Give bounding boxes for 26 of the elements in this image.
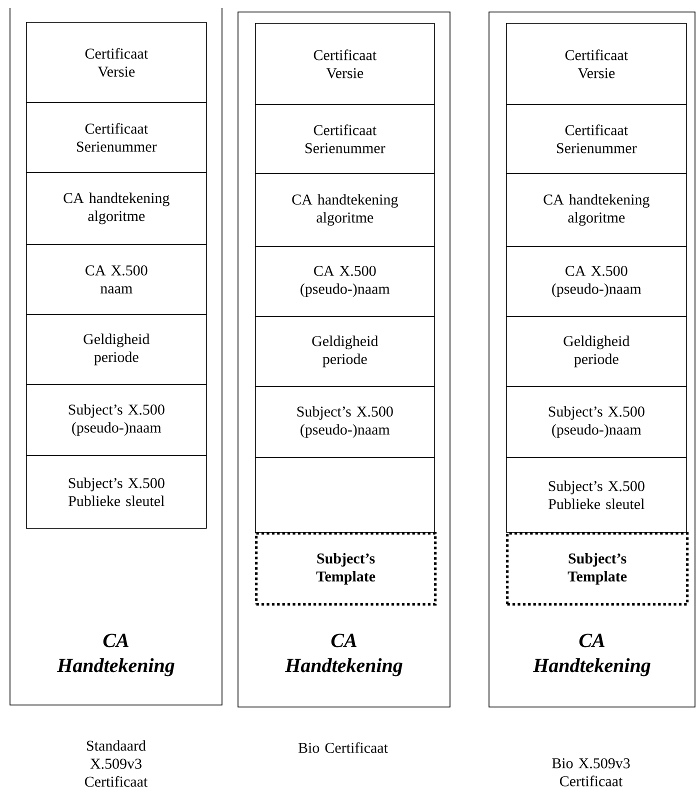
field-box: Certificaat Serienummer xyxy=(26,102,207,173)
field-box: CA handtekening algoritme xyxy=(255,173,435,247)
field-box: Geldigheid periode xyxy=(506,316,687,387)
panel-label: Bio X.509v3 Certificaat xyxy=(552,758,630,786)
template-box: Subject’s Template xyxy=(255,532,437,606)
field-box: Geldigheid periode xyxy=(26,314,207,385)
field-box: CA X.500 (pseudo-)naam xyxy=(506,246,687,317)
field-box: CA X.500 naam xyxy=(26,244,207,315)
field-box: Certificaat Versie xyxy=(255,23,435,105)
field-box: CA X.500 (pseudo-)naam xyxy=(255,246,435,317)
field-box: Subject’s X.500 Publieke sleutel xyxy=(506,457,687,533)
field-box: Subject’s X.500 Publieke sleutel xyxy=(26,455,207,529)
field-box: Certificaat Versie xyxy=(26,22,207,103)
field-box: Certificaat Serienummer xyxy=(506,104,687,174)
field-box: Subject’s X.500 (pseudo-)naam xyxy=(255,386,435,458)
field-box: CA handtekening algoritme xyxy=(506,173,687,247)
field-box: Certificaat Serienummer xyxy=(255,104,435,174)
panel-label: Bio Certificaat xyxy=(298,742,388,753)
panel-label: Standaard X.509v3 Certificaat xyxy=(84,740,148,787)
field-box: Certificaat Versie xyxy=(506,23,687,105)
field-box: Subject’s X.500 (pseudo-)naam xyxy=(26,384,207,456)
field-box: Subject’s X.500 (pseudo-)naam xyxy=(506,386,687,458)
field-box: Geldigheid periode xyxy=(255,316,435,387)
empty-field-box xyxy=(255,457,435,533)
template-box: Subject’s Template xyxy=(506,532,689,606)
field-box: CA handtekening algoritme xyxy=(26,172,207,245)
